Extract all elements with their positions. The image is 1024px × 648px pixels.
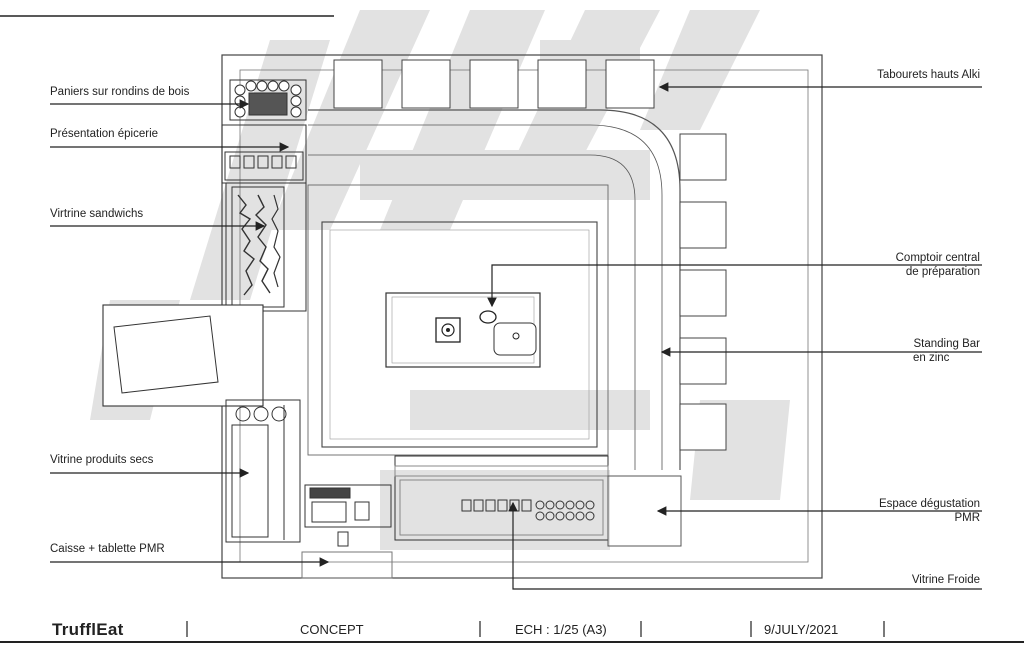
stools-right xyxy=(679,133,727,451)
tablet-block xyxy=(102,304,264,407)
baskets-on-logs xyxy=(229,79,307,121)
scale-label: ECH : 1/25 (A3) xyxy=(515,622,607,637)
label-standing-bar-1: Standing Bar xyxy=(913,338,981,350)
label-caisse: Caisse + tablette PMR xyxy=(50,543,165,555)
brand-name: TrufflEat xyxy=(52,620,124,639)
date-label: 9/JULY/2021 xyxy=(764,622,839,637)
label-vitrine-sandwichs: Virtrine sandwichs xyxy=(50,208,144,220)
label-vitrine-froide: Vitrine Froide xyxy=(911,574,980,586)
label-vitrine-produits-secs: Vitrine produits secs xyxy=(50,454,154,466)
label-comptoir-1: Comptoir central xyxy=(895,252,980,264)
label-presentation-epicerie: Présentation épicerie xyxy=(50,128,159,140)
stools-top xyxy=(333,59,655,109)
central-counter xyxy=(385,292,541,368)
leader-lines xyxy=(50,82,982,590)
label-paniers: Paniers sur rondins de bois xyxy=(50,86,190,98)
label-comptoir-2: de préparation xyxy=(905,266,980,278)
sandwich-showcase xyxy=(225,182,307,312)
title-block-rules xyxy=(0,621,1024,643)
label-standing-bar-2: en zinc xyxy=(913,352,950,364)
phase-label: CONCEPT xyxy=(300,622,364,637)
label-degustation-2: PMR xyxy=(954,512,980,524)
dry-goods-showcase xyxy=(225,399,301,543)
label-degustation-1: Espace dégustation xyxy=(878,498,980,510)
checkout-counter xyxy=(301,484,393,579)
label-tabourets: Tabourets hauts Alki xyxy=(877,69,980,81)
